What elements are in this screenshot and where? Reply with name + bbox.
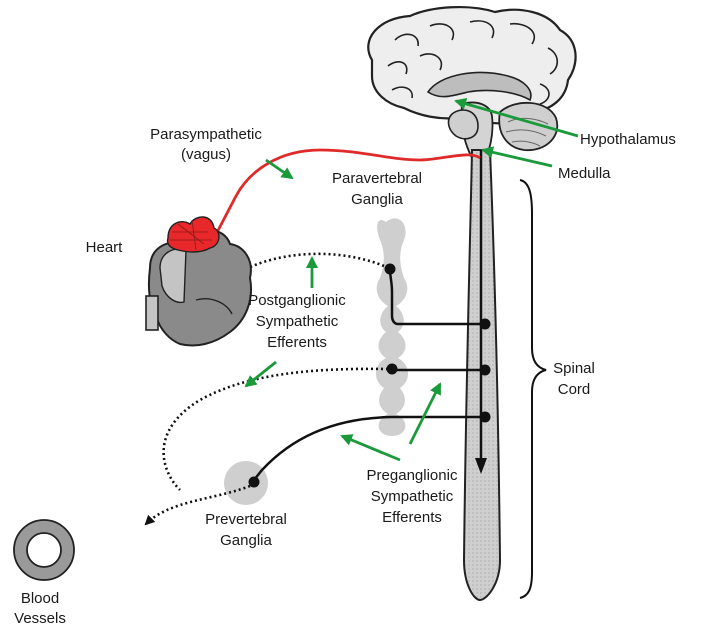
blood-vessel-icon	[14, 520, 74, 580]
label-paravertebral-ganglia: Ganglia	[351, 191, 403, 208]
label-medulla: Medulla	[558, 165, 611, 182]
label-vagus: (vagus)	[181, 146, 231, 163]
label-spinal: Spinal	[553, 360, 595, 377]
label-cord: Cord	[558, 381, 591, 398]
label-preganglionic: Preganglionic	[367, 467, 458, 484]
parasympathetic-vagus-fiber	[212, 150, 480, 242]
label-pointer-arrows	[246, 101, 578, 460]
spinal-cord	[464, 150, 500, 600]
label-postganglionic-efferents: Efferents	[267, 334, 327, 351]
label-preganglionic-sympathetic: Sympathetic	[371, 488, 454, 505]
spinal-cord-brace	[520, 180, 546, 598]
label-preganglionic-efferents: Efferents	[382, 509, 442, 526]
brain-illustration	[368, 7, 575, 158]
diagram-labels: Parasympathetic (vagus) Hypothalamus Med…	[14, 126, 676, 626]
label-blood: Blood	[21, 590, 59, 607]
label-postganglionic-sympathetic: Sympathetic	[256, 313, 339, 330]
label-heart: Heart	[86, 239, 124, 256]
label-prevertebral: Prevertebral	[205, 511, 287, 528]
label-parasympathetic: Parasympathetic	[150, 126, 262, 143]
prevertebral-ganglion	[224, 461, 268, 505]
label-prevertebral-ganglia: Ganglia	[220, 532, 272, 549]
label-paravertebral: Paravertebral	[332, 170, 422, 187]
heart-illustration	[146, 217, 251, 346]
label-vessels: Vessels	[14, 610, 66, 626]
label-postganglionic: Postganglionic	[248, 292, 346, 309]
paravertebral-ganglia-chain	[376, 218, 408, 436]
label-hypothalamus: Hypothalamus	[580, 131, 676, 148]
